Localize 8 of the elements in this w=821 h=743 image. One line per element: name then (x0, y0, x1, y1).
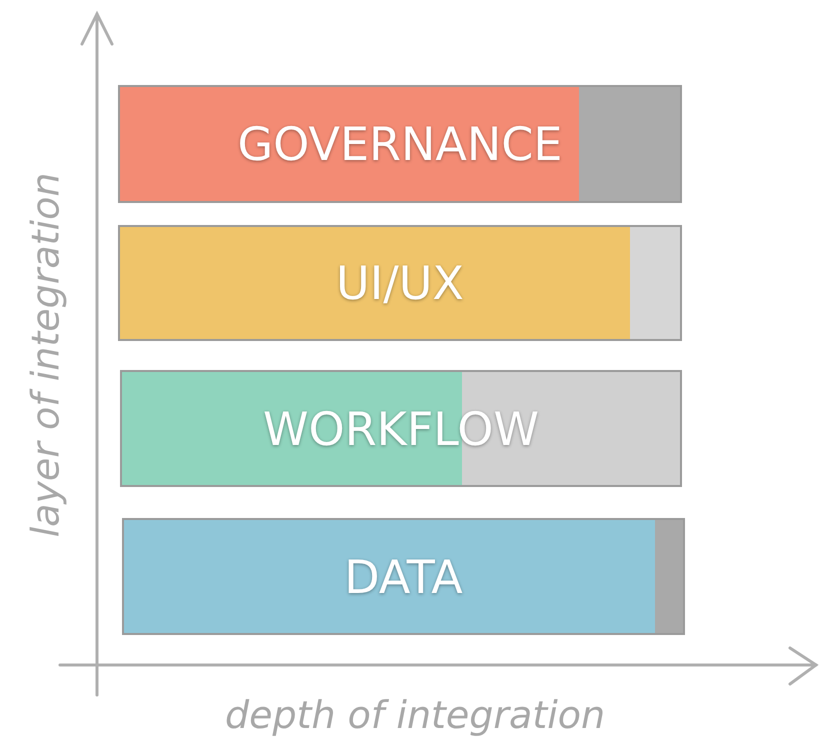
bar-label: DATA (344, 550, 463, 604)
bar-label: GOVERNANCE (237, 117, 562, 171)
layer-bar (118, 85, 682, 203)
bar-label: UI/UX (336, 256, 464, 310)
x-axis-title: depth of integration (225, 693, 606, 737)
layer-bar (118, 225, 682, 341)
layer-bar (122, 518, 685, 635)
y-axis-title: layer of integration (22, 172, 67, 538)
